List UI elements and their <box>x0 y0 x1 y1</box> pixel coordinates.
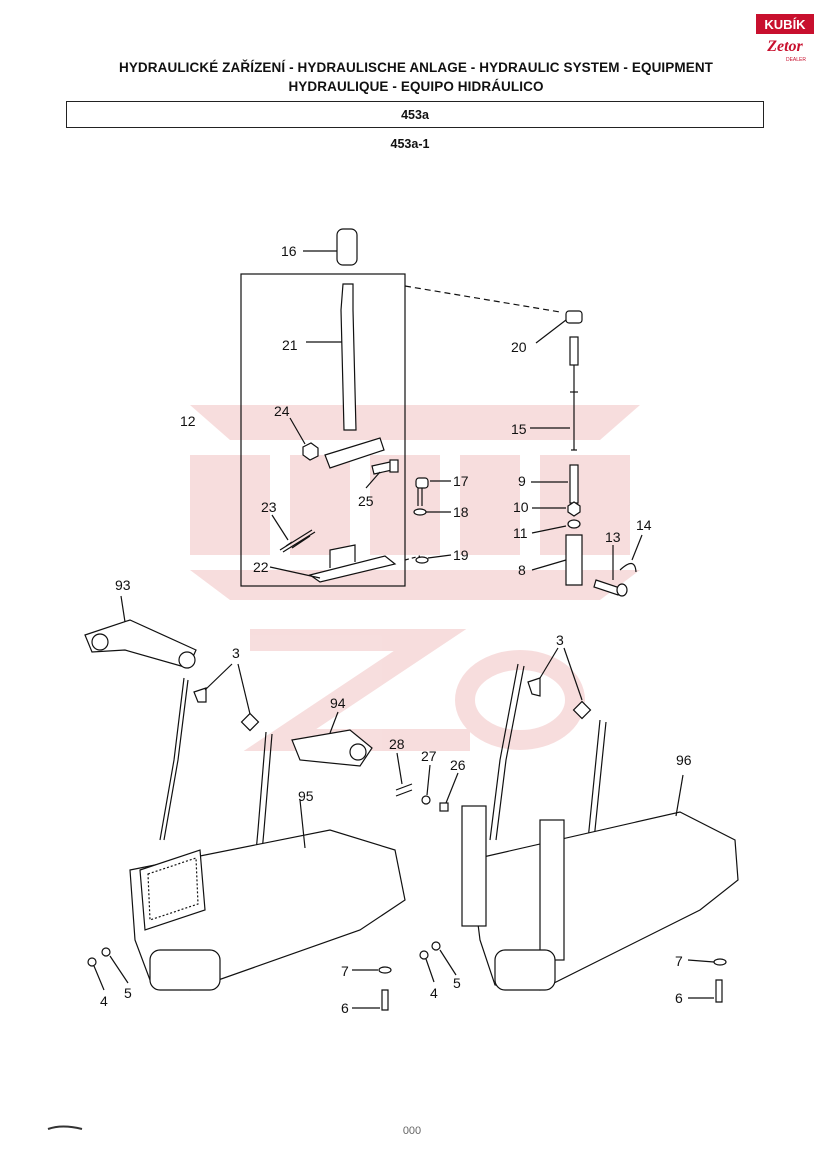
callout-6-right: 6 <box>675 990 683 1006</box>
callout-3-right: 3 <box>556 632 564 648</box>
callout-20: 20 <box>511 339 527 355</box>
bolt-17 <box>415 477 429 489</box>
cap-3c <box>527 677 541 697</box>
assembly-frame-12 <box>240 273 406 587</box>
washer-18 <box>413 508 427 516</box>
figure-code: 453a-1 <box>390 137 430 151</box>
logo-sub-text: DEALER <box>786 57 806 63</box>
callout-14: 14 <box>636 517 652 533</box>
callout-15: 15 <box>511 421 527 437</box>
callout-95: 95 <box>298 788 314 804</box>
washer-26 <box>439 802 449 812</box>
callout-94: 94 <box>330 695 346 711</box>
bolt-28 <box>395 783 413 797</box>
scan-mark <box>47 1125 83 1130</box>
lever-21 <box>340 283 357 431</box>
clevis-8 <box>565 534 583 586</box>
callout-4-left: 4 <box>100 993 108 1009</box>
spring-27 <box>421 795 431 805</box>
callout-18: 18 <box>453 504 469 520</box>
bolt-6b <box>715 979 723 1003</box>
cap-3d <box>572 700 592 720</box>
callout-12: 12 <box>180 413 196 429</box>
callout-6-left: 6 <box>341 1000 349 1016</box>
thread-9 <box>569 464 579 504</box>
callout-28: 28 <box>389 736 405 752</box>
section-number: 453a <box>401 107 429 122</box>
washer-7b <box>713 958 727 966</box>
callout-4-right: 4 <box>430 985 438 1001</box>
callout-23: 23 <box>261 499 277 515</box>
callout-labels: 16 21 12 24 25 23 22 17 18 19 20 15 9 10… <box>100 243 692 1016</box>
page-title-line-2: HYDRAULIQUE - EQUIPO HIDRÁULICO <box>288 79 544 94</box>
bolt-6a <box>381 989 389 1011</box>
cap-3a <box>193 687 207 703</box>
callout-26: 26 <box>450 757 466 773</box>
callout-22: 22 <box>253 559 269 575</box>
bracket-22 <box>308 555 397 583</box>
lift-rod-right-1 <box>489 663 525 841</box>
callout-27: 27 <box>421 748 437 764</box>
cap-3b <box>240 712 260 732</box>
pin-13 <box>593 579 621 596</box>
logo-top-text: KUBÍK <box>764 17 806 32</box>
callout-19: 19 <box>453 547 469 563</box>
callout-8: 8 <box>518 562 526 578</box>
callout-7-left: 7 <box>341 963 349 979</box>
kubik-zetor-logo: KUBÍK Zetor DEALER <box>756 14 814 63</box>
clip-14 <box>619 562 637 573</box>
callout-9: 9 <box>518 473 526 489</box>
callout-3-left: 3 <box>232 645 240 661</box>
parts-lines <box>84 228 739 1011</box>
washer-11 <box>567 519 581 529</box>
washer-7a <box>378 966 392 974</box>
callout-21: 21 <box>282 337 298 353</box>
page-number: 000 <box>402 1125 422 1137</box>
lift-rod-left-1 <box>159 677 189 841</box>
page-title-line-1: HYDRAULICKÉ ZAŘÍZENÍ - HYDRAULISCHE ANLA… <box>118 60 714 75</box>
section-number-box: 453a <box>66 101 764 128</box>
nut-24 <box>302 442 319 461</box>
callout-5-left: 5 <box>124 985 132 1001</box>
callout-16: 16 <box>281 243 297 259</box>
nut-10 <box>567 501 581 517</box>
housing-96 <box>469 811 739 991</box>
knob-16 <box>336 228 358 266</box>
callout-11: 11 <box>513 525 528 541</box>
callout-10: 10 <box>513 499 529 515</box>
callout-5-right: 5 <box>453 975 461 991</box>
washer-19 <box>415 556 429 564</box>
callout-96: 96 <box>676 752 692 768</box>
logo-bottom-text: Zetor <box>766 38 803 55</box>
callout-7-right: 7 <box>675 953 683 969</box>
washer-5b <box>431 941 441 951</box>
head-20 <box>565 310 583 324</box>
nut-4b <box>419 950 429 960</box>
callout-93: 93 <box>115 577 131 593</box>
callout-24: 24 <box>274 403 290 419</box>
callout-25: 25 <box>358 493 374 509</box>
spring-23 <box>279 529 316 553</box>
callout-13: 13 <box>605 529 621 545</box>
callout-17: 17 <box>453 473 469 489</box>
washer-5a <box>101 947 111 957</box>
nut-4a <box>87 957 97 967</box>
